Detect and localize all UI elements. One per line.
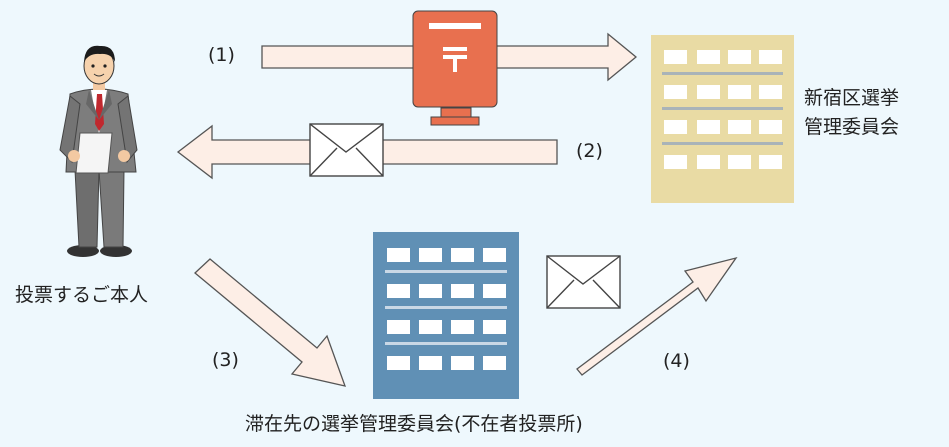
- step-1-label: (1): [208, 44, 235, 66]
- shinjuku-label-line2: 管理委員会: [804, 116, 900, 138]
- shinjuku-label-line1: 新宿区選挙: [804, 87, 900, 109]
- envelope-icon: [309, 123, 384, 177]
- step-3-label: (3): [212, 349, 239, 371]
- shinjuku-building-icon: [651, 35, 794, 203]
- destination-building-icon: [373, 232, 519, 399]
- person-label: 投票するご本人: [15, 284, 149, 306]
- step-4-label: (4): [663, 350, 690, 372]
- arrow-step-4: [576, 256, 738, 376]
- envelope-icon-return: [546, 255, 621, 309]
- destination-label: 滞在先の選挙管理委員会(不在者投票所): [245, 413, 583, 435]
- step-2-label: (2): [576, 140, 603, 162]
- postbox-icon: [412, 10, 498, 126]
- voter-person-icon: [59, 45, 138, 257]
- arrow-step-3: [194, 258, 347, 387]
